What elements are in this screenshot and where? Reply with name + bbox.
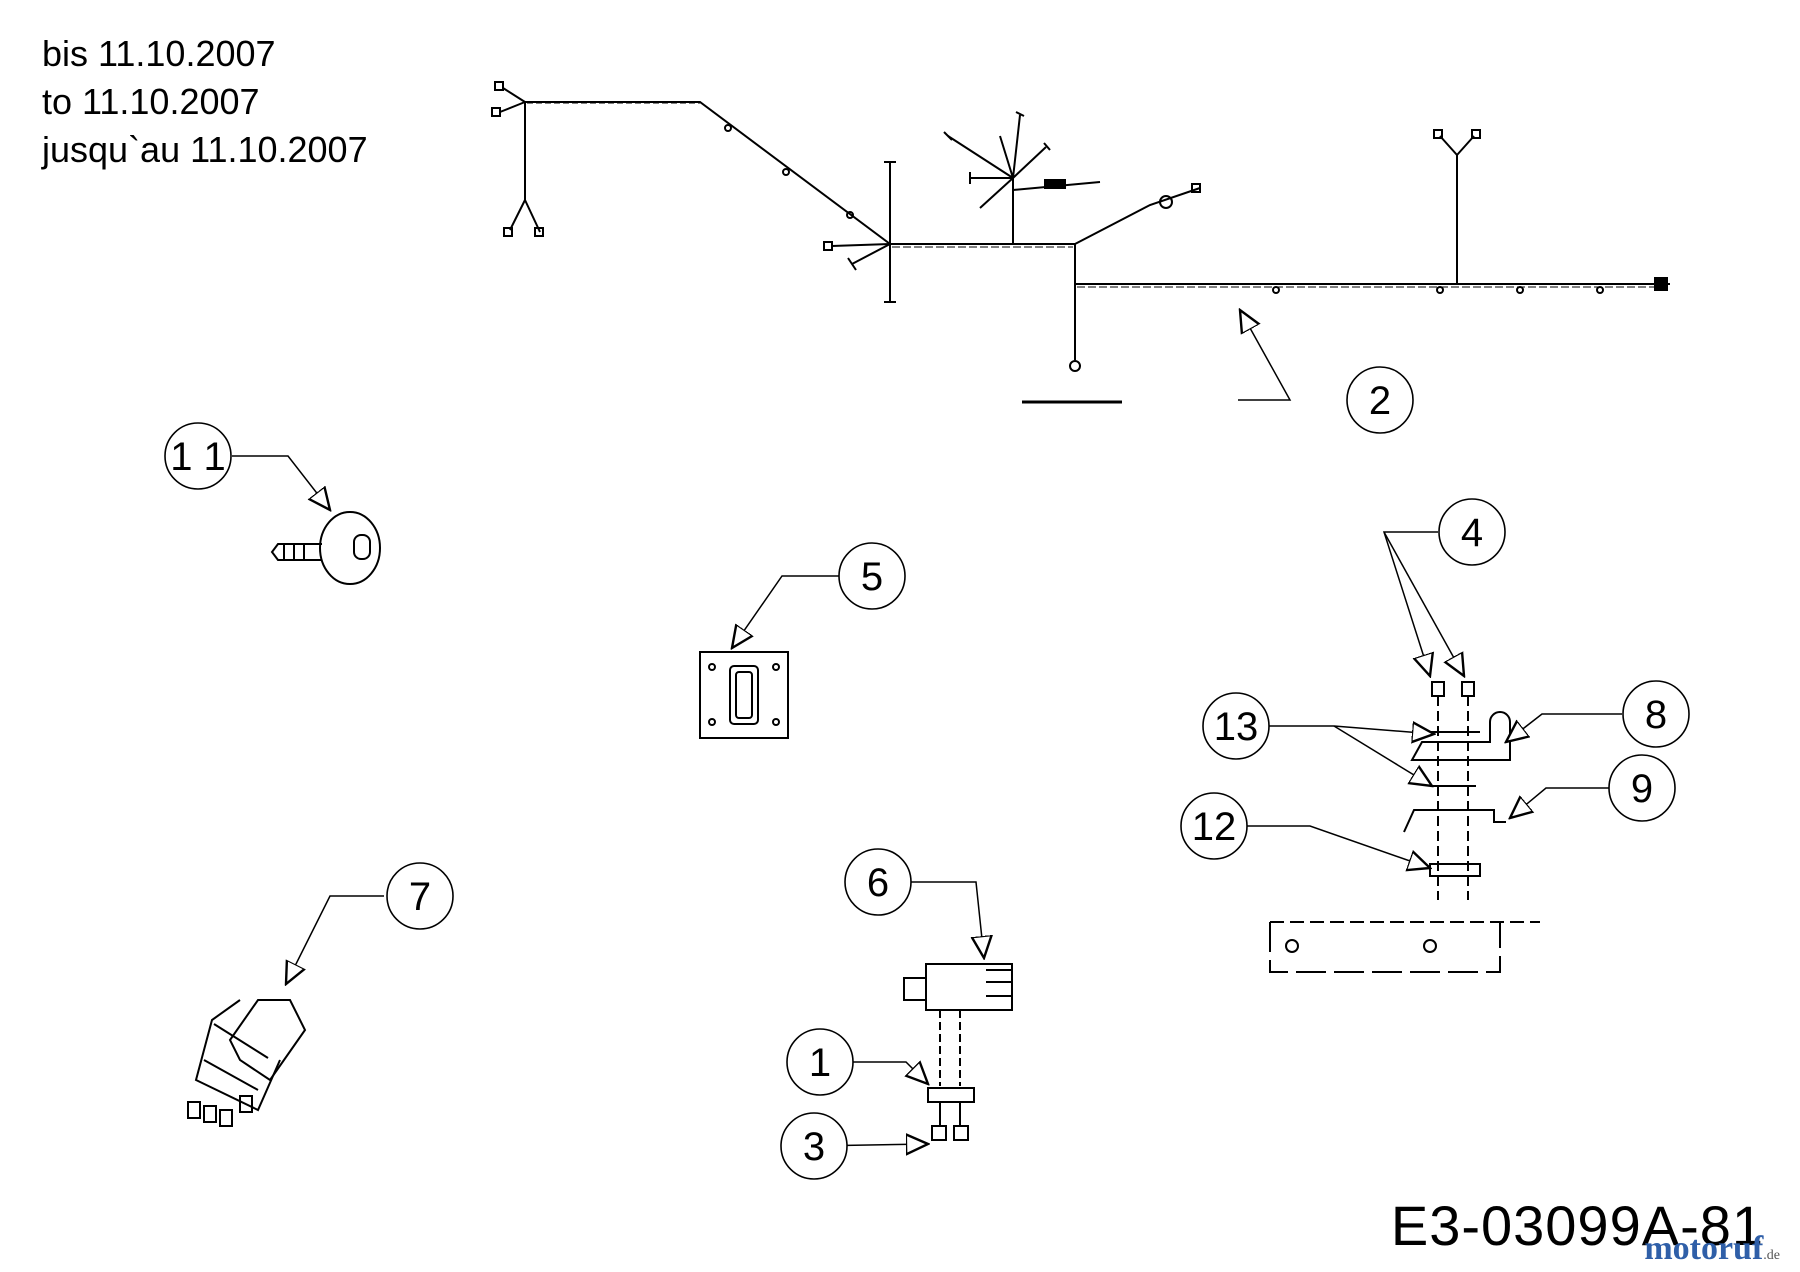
- watermark-text: motoruf: [1644, 1230, 1764, 1267]
- svg-text:13: 13: [1214, 705, 1259, 749]
- pto-switch: [187, 999, 307, 1127]
- callout-4: 4: [1438, 498, 1506, 566]
- callout-7: 7: [386, 862, 454, 930]
- callout-8: 8: [1622, 680, 1690, 748]
- callout-11: 1 1: [164, 422, 232, 490]
- svg-text:3: 3: [803, 1125, 825, 1169]
- svg-text:12: 12: [1192, 805, 1237, 849]
- callout-2: 2: [1346, 366, 1414, 434]
- svg-text:5: 5: [861, 555, 883, 599]
- svg-text:1: 1: [809, 1041, 831, 1085]
- drawing-code: E3-03099A-81: [1390, 1194, 1764, 1257]
- callout-9: 9: [1608, 754, 1676, 822]
- svg-text:1 1: 1 1: [170, 435, 226, 479]
- callout-6: 6: [844, 848, 912, 916]
- svg-text:4: 4: [1461, 511, 1483, 555]
- date-line-de: bis 11.10.2007: [42, 33, 276, 74]
- callout-12: 12: [1180, 792, 1248, 860]
- svg-text:6: 6: [867, 861, 889, 905]
- switch-plate: [699, 651, 789, 739]
- svg-text:7: 7: [409, 875, 431, 919]
- watermark-logo: motoruf.de: [1644, 1230, 1780, 1268]
- callout-1: 1: [786, 1028, 854, 1096]
- callout-13: 13: [1202, 692, 1270, 760]
- seat-switch: [903, 963, 1013, 1141]
- wire-harness: [491, 81, 1670, 404]
- date-line-fr: jusqu`au 11.10.2007: [42, 129, 368, 170]
- ignition-key: [270, 511, 381, 585]
- svg-text:8: 8: [1645, 693, 1667, 737]
- callout-5: 5: [838, 542, 906, 610]
- date-line-en: to 11.10.2007: [42, 81, 260, 122]
- callout-3: 3: [780, 1112, 848, 1180]
- svg-text:9: 9: [1631, 767, 1653, 811]
- watermark-tld: .de: [1763, 1248, 1780, 1263]
- svg-text:2: 2: [1369, 379, 1391, 423]
